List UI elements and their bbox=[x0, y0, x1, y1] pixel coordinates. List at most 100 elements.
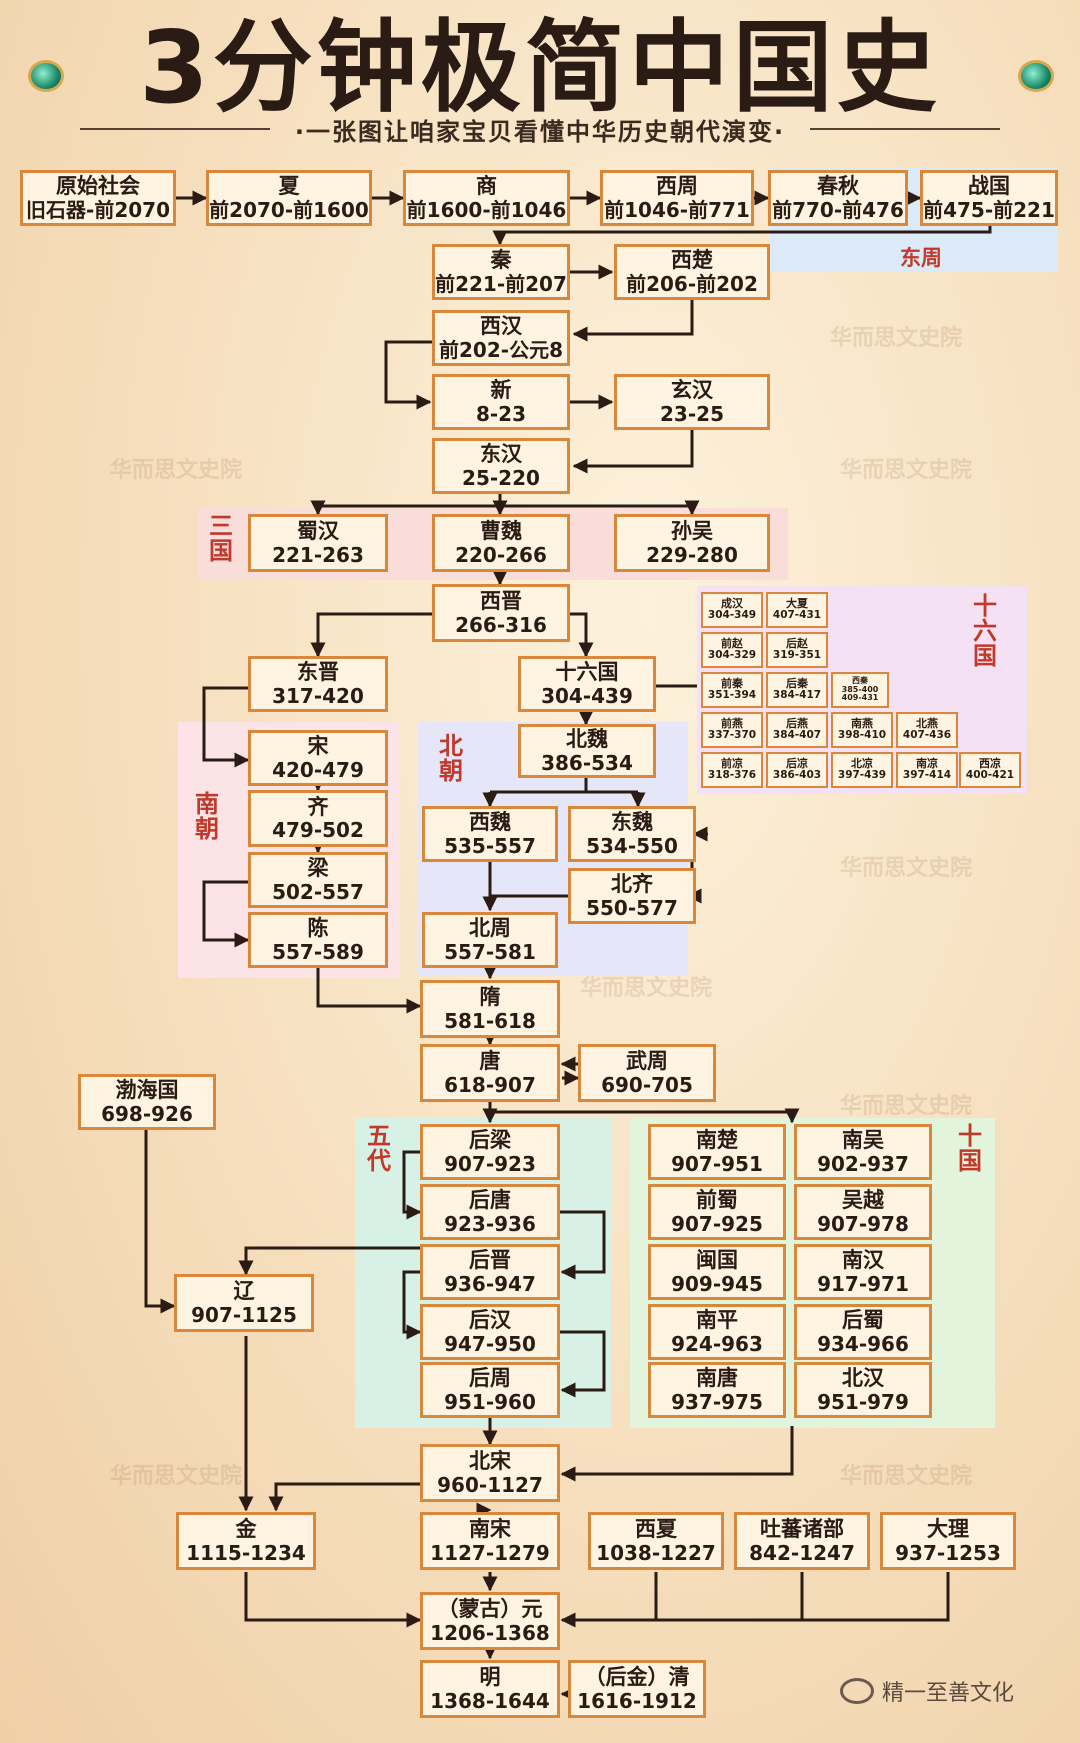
page-subtitle: ·一张图让咱家宝贝看懂中华历史朝代演变· bbox=[294, 118, 786, 146]
dynasty-years: 398-410 bbox=[837, 729, 887, 742]
dynasty-name: 辽 bbox=[233, 1279, 255, 1304]
dynasty-name: 吐蕃诸部 bbox=[760, 1517, 844, 1542]
dynasty-years: 384-417 bbox=[772, 689, 822, 702]
dynasty-name: 春秋 bbox=[817, 174, 859, 199]
dynasty-name: 后梁 bbox=[469, 1128, 511, 1153]
label-beichao: 北朝 bbox=[439, 732, 463, 786]
dynasty-name: 前秦 bbox=[721, 676, 743, 690]
dynasty-name: 成汉 bbox=[721, 596, 743, 610]
brand-text: 精一至善文化 bbox=[882, 1681, 1015, 1706]
dynasty-years: 前206-前202 bbox=[626, 271, 758, 296]
dynasty-box-xizhou: 西周前1046-前771 bbox=[600, 170, 754, 226]
dynasty-name: 西周 bbox=[656, 174, 698, 199]
dynasty-years: 前1046-前771 bbox=[604, 197, 750, 222]
dynasty-years: 400-421 bbox=[965, 769, 1015, 782]
dynasty-years: 386-403 bbox=[772, 769, 822, 782]
dynasty-name: 唐 bbox=[479, 1049, 501, 1074]
page-title: 3分钟极简中国史 bbox=[139, 9, 941, 126]
dynasty-years: 960-1127 bbox=[437, 1472, 543, 1497]
dynasty-name: 南凉 bbox=[916, 756, 938, 770]
label-shiguo: 十国 bbox=[958, 1122, 982, 1176]
dynasty-name: 北齐 bbox=[611, 872, 653, 897]
dynasty-years: 907-925 bbox=[671, 1211, 763, 1236]
brand-mark: 精一至善文化 bbox=[840, 1675, 1014, 1707]
dynasty-name: 南汉 bbox=[842, 1248, 884, 1273]
label-wudai: 五代 bbox=[367, 1122, 391, 1176]
dynasty-years: 936-947 bbox=[444, 1271, 536, 1296]
watermark-7: 华而思文史院 bbox=[110, 1464, 243, 1489]
dynasty-name: 秦 bbox=[490, 248, 512, 273]
dynasty-years: 1038-1227 bbox=[596, 1540, 716, 1565]
dynasty-name: （后金）清 bbox=[584, 1665, 690, 1690]
dynasty-years: 923-936 bbox=[444, 1211, 536, 1236]
dynasty-years: 951-960 bbox=[444, 1389, 536, 1414]
dynasty-name: 南吴 bbox=[842, 1128, 884, 1153]
dynasty-name: 新 bbox=[490, 378, 512, 403]
dynasty-years: 502-557 bbox=[272, 879, 364, 904]
dynasty-name: 东汉 bbox=[480, 442, 522, 467]
dynasty-years: 385-400 409-431 bbox=[841, 684, 879, 703]
dynasty-years: 420-479 bbox=[272, 757, 364, 782]
subtitle-rule-left bbox=[80, 128, 270, 130]
dynasty-name: 后凉 bbox=[786, 756, 808, 770]
dynasty-name: 西魏 bbox=[469, 810, 511, 835]
dynasty-name: 后唐 bbox=[469, 1188, 511, 1213]
dynasty-years: 337-370 bbox=[707, 729, 757, 742]
dynasty-years: 951-979 bbox=[817, 1389, 909, 1414]
dynasty-name: 齐 bbox=[307, 794, 329, 819]
dynasty-name: 曹魏 bbox=[480, 519, 522, 544]
dynasty-years: 917-971 bbox=[817, 1271, 909, 1296]
label-sixteen: 十六国 bbox=[973, 592, 997, 671]
dynasty-years: 937-1253 bbox=[895, 1540, 1001, 1565]
dynasty-years: 25-220 bbox=[462, 465, 540, 490]
dynasty-name: 大理 bbox=[927, 1517, 969, 1542]
dynasty-years: 前1600-前1046 bbox=[406, 197, 567, 222]
dynasty-years: 907-923 bbox=[444, 1151, 536, 1176]
dynasty-years: 934-966 bbox=[817, 1331, 909, 1356]
dynasty-years: 318-376 bbox=[707, 769, 757, 782]
watermark-3: 华而思文史院 bbox=[840, 458, 973, 483]
dynasty-name: 北魏 bbox=[566, 727, 608, 752]
dynasty-name: 西晋 bbox=[480, 589, 522, 614]
dynasty-years: 1115-1234 bbox=[186, 1540, 306, 1565]
dynasty-name: 前赵 bbox=[721, 636, 743, 650]
dynasty-years: 947-950 bbox=[444, 1331, 536, 1356]
dynasty-years: 386-534 bbox=[541, 750, 633, 775]
right-gem-ornament bbox=[1018, 60, 1054, 92]
dynasty-name: 夏 bbox=[278, 174, 300, 199]
dynasty-name: 后晋 bbox=[469, 1248, 511, 1273]
dynasty-years: 前221-前207 bbox=[435, 271, 567, 296]
dynasty-years: 397-439 bbox=[837, 769, 887, 782]
dynasty-years: 907-1125 bbox=[191, 1302, 297, 1327]
dynasty-box-zhanguo: 战国前475-前221 bbox=[920, 170, 1058, 226]
dynasty-name: 渤海国 bbox=[115, 1078, 179, 1103]
dynasty-box-qin: 秦前221-前207 bbox=[432, 244, 570, 300]
